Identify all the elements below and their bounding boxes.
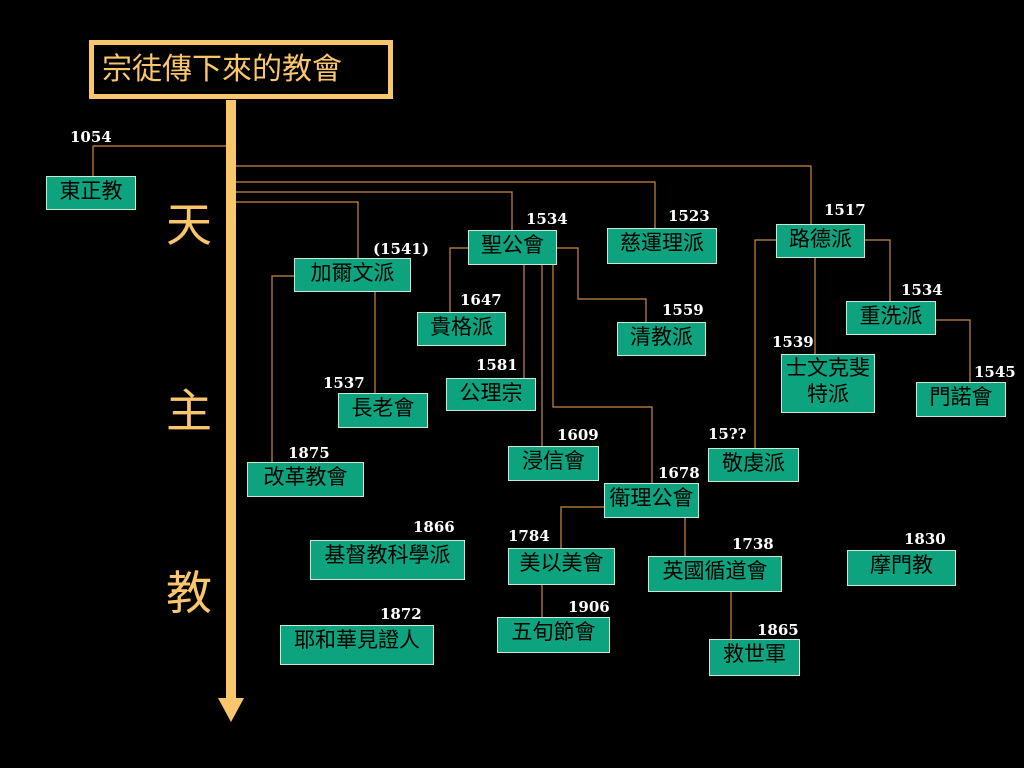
year-pentecostal: 1906	[568, 598, 610, 616]
main-label-char-2: 主	[166, 384, 212, 438]
church-methodist-episcopal: 美以美會	[508, 548, 615, 585]
church-christian-science: 基督教科學派	[310, 540, 465, 580]
year-calvinist: (1541)	[373, 240, 429, 258]
year-mormon: 1830	[904, 530, 946, 548]
year-presbyterian: 1537	[323, 374, 365, 392]
church-eastern-orthodox: 東正教	[46, 176, 136, 210]
year-christian-science: 1866	[413, 518, 455, 536]
year-mennonite: 1545	[974, 363, 1016, 381]
church-pentecostal: 五旬節會	[497, 617, 610, 653]
main-label-char-1: 天	[166, 198, 212, 252]
church-mennonite: 門諾會	[916, 382, 1006, 417]
main-trunk-line	[226, 100, 236, 704]
church-methodist: 衛理公會	[604, 483, 699, 518]
year-zwingli: 1523	[668, 207, 710, 225]
church-baptist: 浸信會	[508, 446, 599, 481]
church-salvation-army: 救世軍	[709, 639, 800, 676]
year-baptist: 1609	[557, 426, 599, 444]
church-zwingli: 慈運理派	[607, 228, 717, 264]
church-pietist: 敬虔派	[708, 448, 799, 482]
church-wesleyan-methodist: 英國循道會	[648, 556, 782, 592]
church-anabaptist: 重洗派	[846, 301, 936, 335]
church-quaker: 貴格派	[417, 312, 506, 346]
year-methodist: 1678	[658, 464, 700, 482]
year-quaker: 1647	[460, 291, 502, 309]
year-pietist: 15??	[708, 425, 747, 443]
year-eastern-orthodox: 1054	[70, 128, 112, 146]
main-label-char-3: 教	[166, 566, 212, 620]
church-puritan: 清教派	[617, 322, 706, 356]
diagram-title: 宗徒傳下來的教會	[89, 40, 393, 99]
church-schwenkfeld: 士文克斐特派	[781, 354, 875, 413]
church-mormon: 摩門教	[847, 550, 956, 586]
church-jehovah-witness: 耶和華見證人	[280, 625, 434, 665]
church-congregational: 公理宗	[446, 378, 536, 411]
church-calvinist: 加爾文派	[294, 258, 411, 292]
church-presbyterian: 長老會	[338, 393, 428, 428]
church-reformed: 改革教會	[247, 462, 364, 497]
year-puritan: 1559	[662, 301, 704, 319]
year-jehovah-witness: 1872	[380, 605, 422, 623]
year-methodist-episcopal: 1784	[508, 527, 550, 545]
year-wesleyan-methodist: 1738	[732, 535, 774, 553]
year-lutheran: 1517	[824, 201, 866, 219]
church-lutheran: 路德派	[776, 224, 865, 258]
year-reformed: 1875	[288, 444, 330, 462]
arrow-head	[218, 698, 244, 722]
year-anabaptist: 1534	[901, 281, 943, 299]
year-congregational: 1581	[476, 356, 518, 374]
year-salvation-army: 1865	[757, 621, 799, 639]
year-schwenkfeld: 1539	[772, 333, 814, 351]
church-anglican: 聖公會	[468, 230, 557, 265]
year-anglican: 1534	[526, 210, 568, 228]
